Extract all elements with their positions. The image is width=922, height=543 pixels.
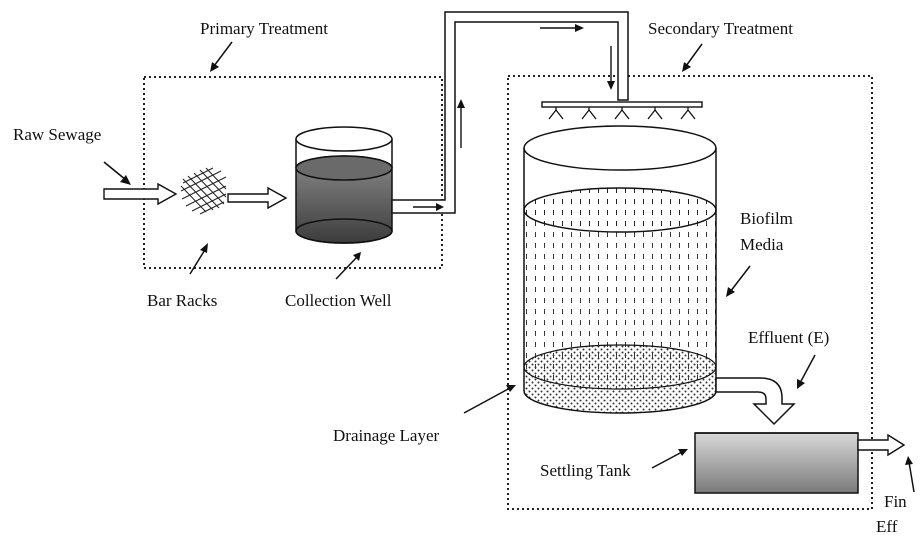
effluent-label: Effluent (E) (748, 328, 829, 347)
effluent-pointer-arrowhead (797, 379, 805, 389)
collection-well-tank (295, 126, 393, 244)
bar-racks-pointer-arrowhead (200, 243, 208, 253)
effluent-pointer-line (799, 354, 816, 384)
biofilm-media-label-line2: Media (740, 235, 784, 254)
secondary-pointer-line (685, 43, 703, 67)
raw-sewage-pointer-line (103, 161, 127, 181)
final-effluent-pointer-line (908, 461, 915, 493)
final-effluent-label-line2: Eff (876, 517, 898, 536)
secondary-treatment-box (507, 75, 873, 510)
racks-to-well-arrow (227, 186, 288, 210)
collection-well-pointer-arrowhead (353, 252, 361, 261)
bar-racks-label: Bar Racks (147, 291, 217, 310)
settling-pointer-line (651, 451, 683, 469)
biofilm-pointer-arrowhead (726, 287, 735, 297)
raw-sewage-label: Raw Sewage (13, 125, 101, 144)
primary-pointer-arrowhead (210, 62, 219, 72)
raw-sewage-inflow-arrow (103, 182, 178, 206)
biofilm-pointer-line (729, 265, 751, 293)
final-effluent-arrow (857, 433, 906, 457)
biofilm-media-label-line1: Biofilm (740, 209, 793, 228)
secondary-pointer-arrowhead (682, 62, 691, 72)
sprinkler-distributor (541, 101, 703, 108)
primary-treatment-box (143, 76, 443, 269)
collection-well-label: Collection Well (285, 291, 392, 310)
effluent-outflow-arrow (715, 377, 796, 426)
bar-racks-icon (180, 167, 227, 215)
final-effluent-label-line1: Fin (884, 492, 907, 511)
drainage-pointer-arrowhead (506, 385, 516, 392)
primary-pointer-line (213, 41, 233, 67)
bar-racks-pointer-line (189, 247, 207, 275)
raw-sewage-pointer-arrowhead (120, 175, 131, 185)
secondary-treatment-label: Secondary Treatment (648, 19, 793, 38)
pipe-flow-arrowhead-2 (457, 99, 465, 108)
trickling-filter-tank (523, 125, 717, 414)
primary-treatment-label: Primary Treatment (200, 19, 328, 38)
drainage-pointer-line (463, 387, 511, 414)
pipe-flow-arrowhead-3 (575, 24, 584, 32)
pipe-flow-arrowhead-1 (436, 203, 444, 211)
settling-tank-label: Settling Tank (540, 461, 631, 480)
settling-pointer-arrowhead (678, 449, 688, 456)
collection-well-pointer-line (335, 256, 358, 280)
final-effluent-pointer-arrowhead (905, 456, 913, 465)
pipe-flow-arrowhead-4 (607, 81, 615, 90)
recirculation-pipe (391, 11, 629, 214)
settling-tank (694, 432, 859, 494)
drainage-layer-label: Drainage Layer (333, 426, 440, 445)
sprinkler-nozzles (548, 107, 696, 120)
